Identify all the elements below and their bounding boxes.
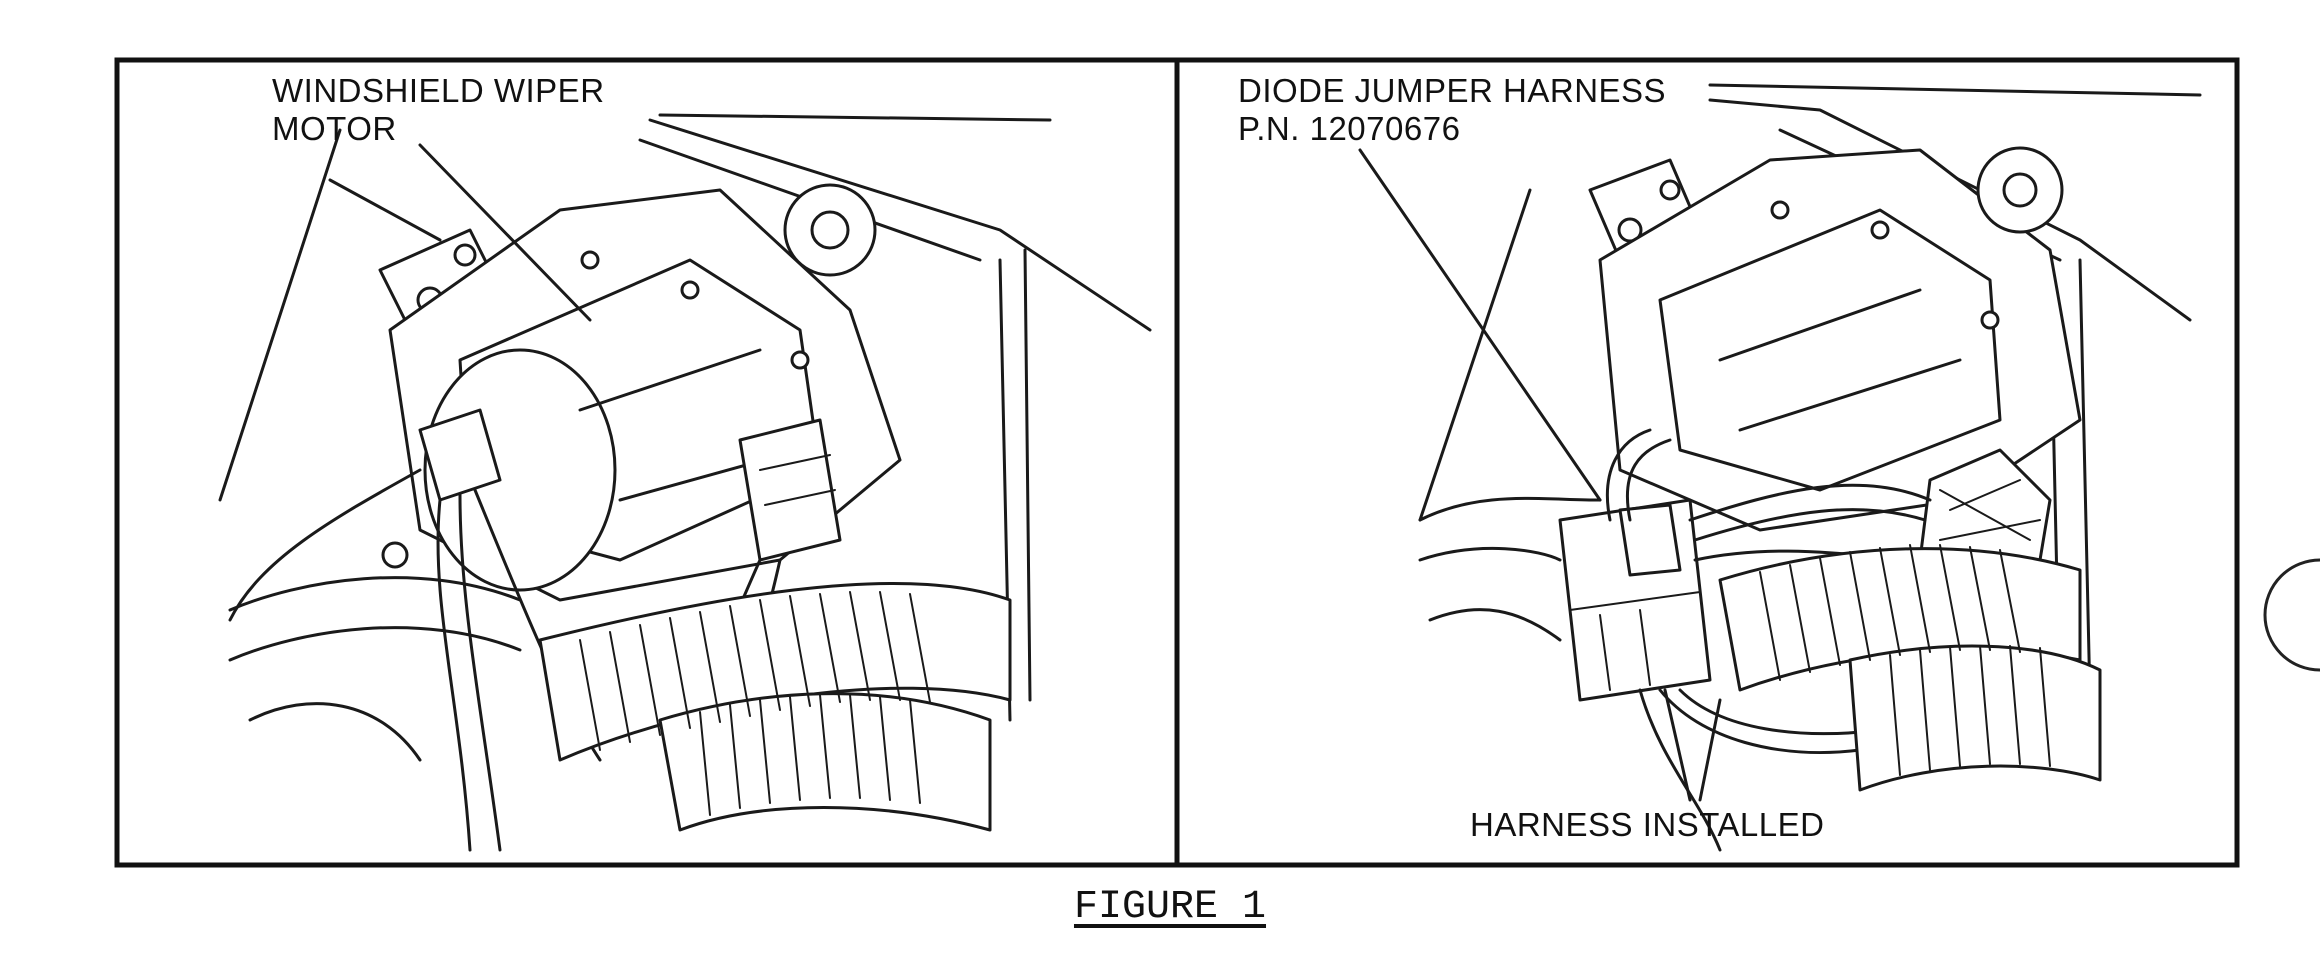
left-wiper-motor-drawing <box>218 113 1152 852</box>
right-label-line2: P.N. 12070676 <box>1238 110 1461 147</box>
right-bottom-label: HARNESS INSTALLED <box>1470 806 1825 843</box>
left-label-line2: MOTOR <box>272 110 397 147</box>
right-panel-frame <box>1174 57 2240 868</box>
right-harness-drawing <box>1358 83 2202 852</box>
edge-circle-mark <box>2263 558 2320 672</box>
left-label-line1: WINDSHIELD WIPER <box>272 72 605 109</box>
figure-caption: FIGURE 1 <box>1073 885 1267 930</box>
right-label-line1: DIODE JUMPER HARNESS <box>1238 72 1667 109</box>
